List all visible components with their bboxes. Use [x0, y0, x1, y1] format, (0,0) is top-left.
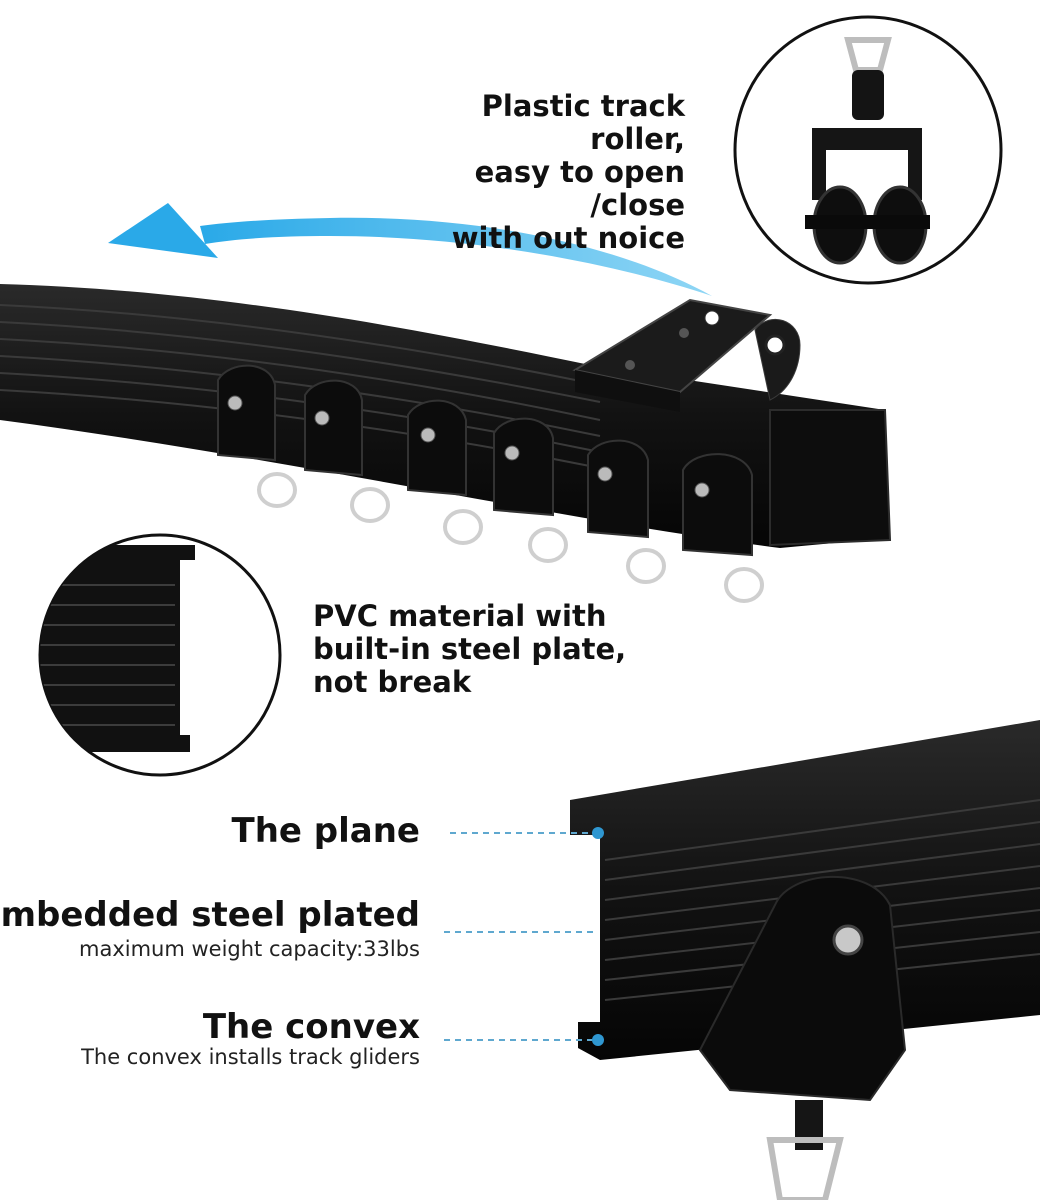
roller-icon: [217, 364, 297, 508]
roller-caption-line: Plastic track roller,: [481, 89, 685, 156]
steel-sublabel: maximum weight capacity:33lbs: [79, 937, 420, 961]
roller-detail-inset: [733, 15, 1003, 285]
roller-caption-line: with out noice: [451, 221, 685, 255]
mounting-bracket: [572, 298, 801, 412]
pvc-caption-line: PVC material with: [313, 599, 607, 633]
track-section-inset: [38, 533, 282, 777]
roller-icon: [682, 453, 764, 603]
roller-icon: [587, 439, 666, 584]
pvc-caption-line: not break: [313, 665, 472, 699]
roller-icon: [407, 399, 483, 545]
convex-marker: [592, 1034, 604, 1046]
pvc-caption: PVC material with built-in steel plate, …: [313, 600, 643, 699]
convex-label: The convex: [202, 1007, 420, 1047]
roller-caption-line: easy to open /close: [474, 155, 685, 222]
roller-caption: Plastic track roller, easy to open /clos…: [380, 90, 685, 255]
steel-label: Embedded steel plated: [0, 895, 420, 935]
roller-icon: [698, 875, 907, 1200]
plane-marker: [592, 827, 604, 839]
roller-icon: [304, 379, 390, 523]
track-rollers: [217, 364, 764, 603]
curved-arrow-icon: [108, 203, 712, 296]
track-closeup: [570, 720, 1040, 1200]
convex-sublabel: The convex installs track gliders: [81, 1045, 420, 1069]
pvc-caption-line: built-in steel plate,: [313, 632, 627, 666]
roller-icon: [493, 417, 568, 563]
plane-label: The plane: [231, 811, 421, 851]
leader-lines: [444, 832, 598, 1041]
